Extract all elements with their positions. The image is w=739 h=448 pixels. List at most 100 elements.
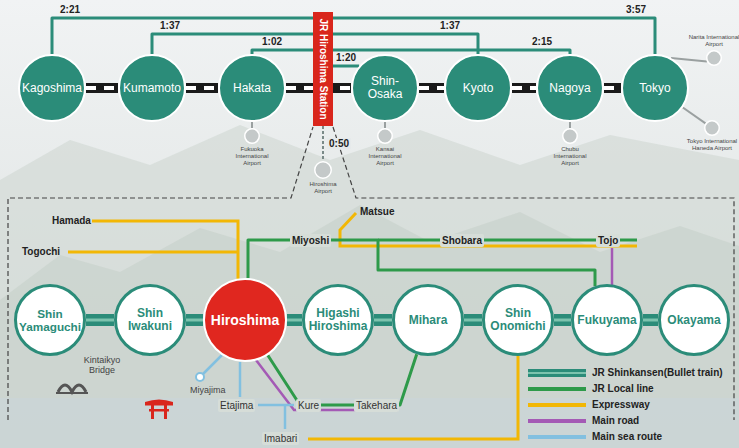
station-name-text: Kumamoto bbox=[123, 82, 181, 95]
airport-link bbox=[570, 122, 571, 128]
travel-time-line bbox=[333, 18, 655, 54]
place-name: Matsue bbox=[360, 205, 394, 218]
connector-line bbox=[464, 314, 482, 326]
airport-name: Fukuoka International Airport bbox=[226, 146, 278, 167]
airport-name: Tokyo International Haneda Airport bbox=[686, 138, 738, 152]
connector-line bbox=[322, 126, 324, 161]
connector-line bbox=[251, 122, 253, 128]
airport-access-line bbox=[323, 126, 324, 161]
place-name: Miyoshi bbox=[290, 234, 331, 247]
circle-outline bbox=[378, 129, 393, 144]
circle-outline bbox=[394, 286, 463, 355]
bridge-arches bbox=[58, 385, 86, 392]
hub-circle: Hiroshima bbox=[203, 278, 287, 362]
station-name-text: Fukuyama bbox=[577, 314, 636, 327]
legend-text: JR Shinkansen(Bullet train) bbox=[592, 366, 723, 380]
connector-line bbox=[86, 314, 114, 326]
near-hills bbox=[0, 205, 739, 448]
travel-time-line bbox=[333, 50, 570, 54]
connector-line bbox=[604, 83, 621, 93]
connector-stripe bbox=[287, 319, 302, 322]
legend-text: Main sea route bbox=[592, 430, 662, 444]
torii-post bbox=[164, 405, 167, 419]
place-name: Kure bbox=[296, 399, 321, 412]
airport-name: Hiroshima Airport bbox=[303, 181, 343, 195]
place-name: Tojo bbox=[596, 234, 620, 247]
airport-circle: Fukuoka International Airport bbox=[244, 128, 260, 144]
airport-link bbox=[385, 122, 386, 128]
circle-outline bbox=[563, 129, 578, 144]
connector-line bbox=[512, 83, 536, 93]
shinkansen-track bbox=[512, 88, 536, 89]
circle-outline bbox=[204, 279, 286, 361]
travel-time: 1:02 bbox=[262, 36, 282, 47]
place-name: Shobara bbox=[440, 234, 484, 247]
zoom-bracket bbox=[8, 127, 734, 420]
circle-outline bbox=[245, 129, 260, 144]
circle-outline bbox=[660, 286, 729, 355]
legend-sample bbox=[528, 430, 586, 444]
circle-outline bbox=[445, 55, 511, 121]
connector-stripe bbox=[554, 319, 571, 322]
shinkansen-track bbox=[604, 88, 621, 89]
circle-outline bbox=[315, 162, 332, 179]
expressway-line bbox=[92, 221, 238, 279]
city-circle: Tokyo bbox=[621, 54, 689, 122]
shinkansen-track bbox=[86, 88, 118, 89]
airport-link bbox=[252, 122, 253, 128]
station-circle: Mihara bbox=[392, 284, 464, 356]
connector-line bbox=[152, 34, 313, 54]
station-name-text: Shin Iwakuni bbox=[119, 307, 181, 333]
bridge-deck bbox=[56, 392, 88, 394]
connector-line bbox=[52, 18, 313, 54]
travel-time: 1:37 bbox=[160, 20, 180, 31]
airport-name: Kansai International Airport bbox=[359, 146, 411, 167]
legend-text: Main road bbox=[592, 414, 639, 428]
airport-name: Narita International Airport bbox=[688, 34, 739, 48]
circle-outline bbox=[304, 286, 373, 355]
port-dot bbox=[196, 373, 204, 381]
far-hills bbox=[0, 125, 739, 448]
legend-sample bbox=[528, 414, 586, 428]
shinkansen-line bbox=[374, 320, 392, 321]
shinkansen-line bbox=[186, 320, 203, 321]
circle-outline bbox=[537, 55, 603, 121]
torii-beam bbox=[145, 400, 173, 406]
legend-line bbox=[528, 369, 586, 377]
torii-icon bbox=[145, 400, 173, 420]
torii-post bbox=[151, 405, 154, 419]
legend-line bbox=[528, 419, 586, 423]
station-circle: Shin Yamaguchi bbox=[14, 284, 86, 356]
place-name: Imabari bbox=[262, 432, 299, 445]
legend-line bbox=[528, 387, 586, 391]
travel-time-line bbox=[252, 50, 313, 54]
legend-sample bbox=[528, 398, 586, 412]
connector-stripe bbox=[512, 86, 536, 90]
circle-outline bbox=[119, 55, 185, 121]
airport-circle: Hiroshima Airport bbox=[314, 161, 332, 179]
legend-text: Expressway bbox=[592, 398, 650, 412]
city-circle: Kagoshima bbox=[18, 54, 86, 122]
travel-time: 2:15 bbox=[532, 36, 552, 47]
station-name-text: Kagoshima bbox=[22, 82, 82, 95]
connector-line bbox=[287, 314, 302, 326]
shinkansen-line bbox=[464, 320, 482, 321]
connector-stripe bbox=[464, 319, 482, 322]
connector-stripe bbox=[419, 86, 444, 90]
city-circle: Hakata bbox=[218, 54, 286, 122]
bridge-icon bbox=[56, 385, 88, 393]
airport-circle: Kansai International Airport bbox=[377, 128, 393, 144]
place-name: Takehara bbox=[354, 399, 399, 412]
legend-text: JR Local line bbox=[592, 382, 654, 396]
node-outline bbox=[704, 120, 720, 136]
legend-sample bbox=[528, 382, 586, 396]
station-name-text: Tokyo bbox=[639, 82, 670, 95]
expressway-line bbox=[340, 213, 637, 246]
connector-line bbox=[186, 314, 203, 326]
city-circle: Shin-Osaka bbox=[351, 54, 419, 122]
travel-time: 3:57 bbox=[626, 4, 646, 15]
shinkansen-track bbox=[186, 88, 218, 89]
circle-outline bbox=[573, 286, 642, 355]
landmark-name: Miyajima bbox=[190, 384, 226, 396]
